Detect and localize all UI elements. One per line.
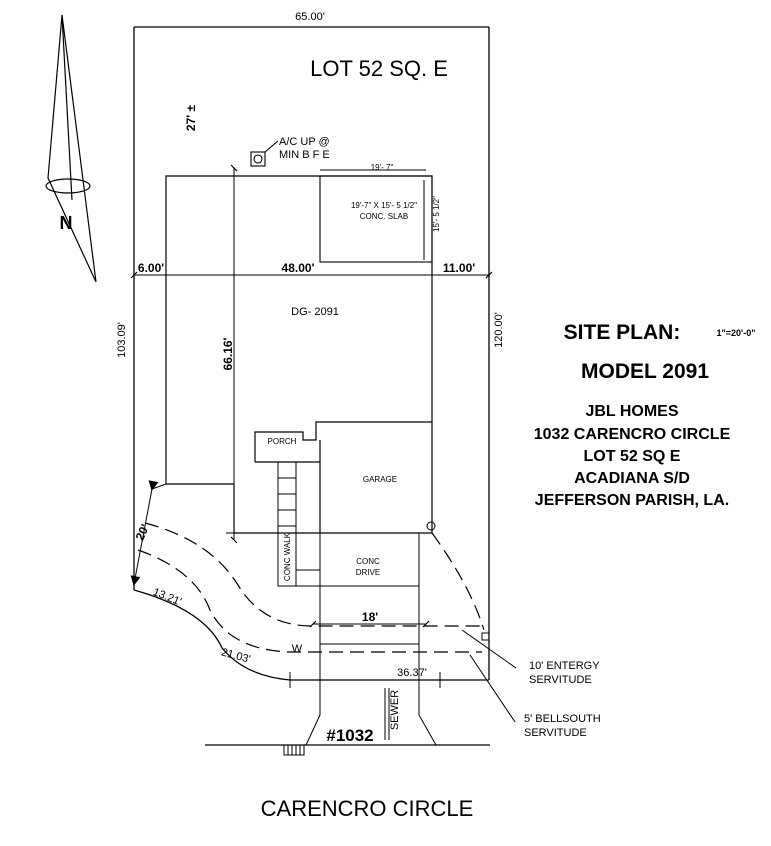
slab-width: 19'- 7": [371, 163, 394, 172]
house-model-label: DG- 2091: [291, 306, 339, 318]
sheet-subdivision: ACADIANA S/D: [574, 470, 690, 487]
entergy-line1: 10' ENTERGY: [529, 660, 600, 672]
front-setback: 20': [133, 522, 153, 543]
bellsouth-line1: 5' BELLSOUTH: [524, 713, 601, 725]
porch-label: PORCH: [268, 437, 297, 446]
drive-width: 18': [362, 610, 378, 624]
dimension-lines: [130, 164, 493, 740]
ac-note-line2: MIN B F E: [279, 149, 330, 161]
address-number: #1032: [326, 726, 373, 745]
sheet-lot: LOT 52 SQ E: [584, 448, 681, 465]
lot-depth-left: 103.09': [116, 322, 128, 358]
water-label: W: [292, 643, 303, 655]
garage-label: GARAGE: [363, 475, 397, 484]
servitude-lines: [137, 522, 485, 653]
setback-left: 6.00': [138, 261, 164, 275]
frontage: 36.37': [397, 667, 427, 679]
entergy-line2: SERVITUDE: [529, 674, 592, 686]
concrete-slab: [319, 175, 433, 263]
rear-setback: 27' ±: [184, 105, 198, 132]
sheet-title: SITE PLAN:: [564, 321, 681, 344]
ac-note-line1: A/C UP @: [279, 136, 330, 148]
bellsouth-line2: SERVITUDE: [524, 727, 587, 739]
sheet-parish: JEFFERSON PARISH, LA.: [535, 492, 729, 509]
slab-depth: 15'- 5 1/2": [432, 196, 441, 232]
sheet-scale: 1"=20'-0": [717, 328, 756, 338]
drive-label-1: CONC: [356, 557, 380, 566]
sheet-builder: JBL HOMES: [585, 403, 678, 420]
sewer-label: SEWER: [389, 690, 401, 730]
ac-unit-icon: [250, 140, 279, 167]
street-name: CARENCRO CIRCLE: [261, 796, 474, 821]
sheet-model: MODEL 2091: [581, 360, 709, 383]
lot-depth-right: 120.00': [493, 312, 505, 348]
house-depth: 66.16': [221, 337, 235, 370]
setback-right: 11.00': [443, 261, 475, 275]
lot-width-top: 65.00': [295, 11, 325, 23]
leader-lines: [426, 521, 517, 723]
north-label: N: [60, 213, 73, 233]
slab-material: CONC. SLAB: [360, 212, 408, 221]
meter-box-icon: [283, 744, 305, 756]
arc-2: 21.03': [220, 646, 252, 665]
concrete-walk: [277, 461, 320, 587]
north-arrow-icon: [45, 14, 97, 283]
walk-label: CONC WALK: [283, 532, 292, 581]
arc-1: 13.21': [151, 586, 183, 608]
sheet-address: 1032 CARENCRO CIRCLE: [534, 426, 731, 443]
lot-name: LOT 52 SQ. E: [310, 56, 448, 81]
house-width: 48.00': [282, 261, 315, 275]
slab-size: 19'-7" X 15'- 5 1/2": [351, 201, 417, 210]
drive-label-2: DRIVE: [356, 568, 380, 577]
